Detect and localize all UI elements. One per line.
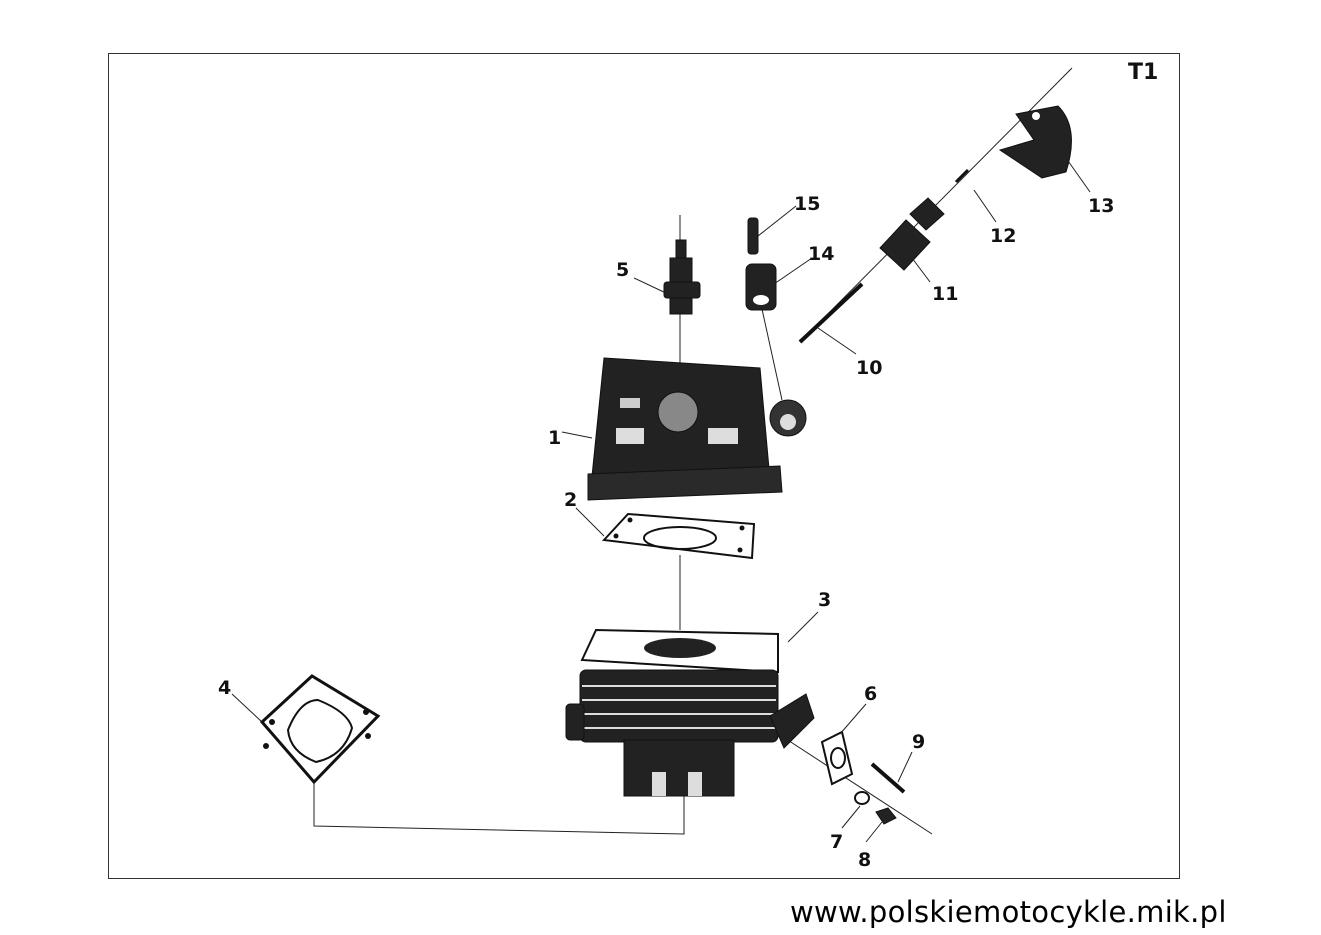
callout-15: 15 — [794, 193, 820, 215]
callout-6: 6 — [864, 683, 877, 705]
callout-3: 3 — [818, 589, 831, 611]
threaded-fitting — [879, 197, 945, 271]
callout-10: 10 — [856, 357, 882, 379]
pin — [954, 168, 970, 184]
head-gasket — [601, 512, 756, 560]
callout-1: 1 — [548, 427, 561, 449]
callout-11: 11 — [932, 283, 958, 305]
cylinder-barrel — [565, 628, 815, 797]
callout-12: 12 — [990, 225, 1016, 247]
sleeve — [745, 263, 777, 311]
callout-14: 14 — [808, 243, 834, 265]
callout-9: 9 — [912, 731, 925, 753]
decompressor-rod — [798, 282, 864, 344]
clamp — [998, 105, 1072, 179]
drawing-frame — [108, 53, 1180, 879]
sheet-id: T1 — [1128, 60, 1159, 85]
cylinder-head — [587, 357, 807, 501]
callout-7: 7 — [830, 831, 843, 853]
exhaust-stud — [870, 762, 906, 794]
callout-5: 5 — [616, 259, 629, 281]
callout-13: 13 — [1088, 195, 1114, 217]
callout-8: 8 — [858, 849, 871, 871]
washer — [854, 791, 870, 805]
callout-2: 2 — [564, 489, 577, 511]
callout-4: 4 — [218, 677, 231, 699]
stud — [747, 217, 759, 255]
nut — [875, 807, 897, 825]
base-gasket — [259, 674, 381, 785]
flange-gasket — [820, 730, 854, 786]
spark-plug — [663, 239, 701, 315]
footer-url: www.polskiemotocykle.mik.pl — [790, 895, 1227, 929]
